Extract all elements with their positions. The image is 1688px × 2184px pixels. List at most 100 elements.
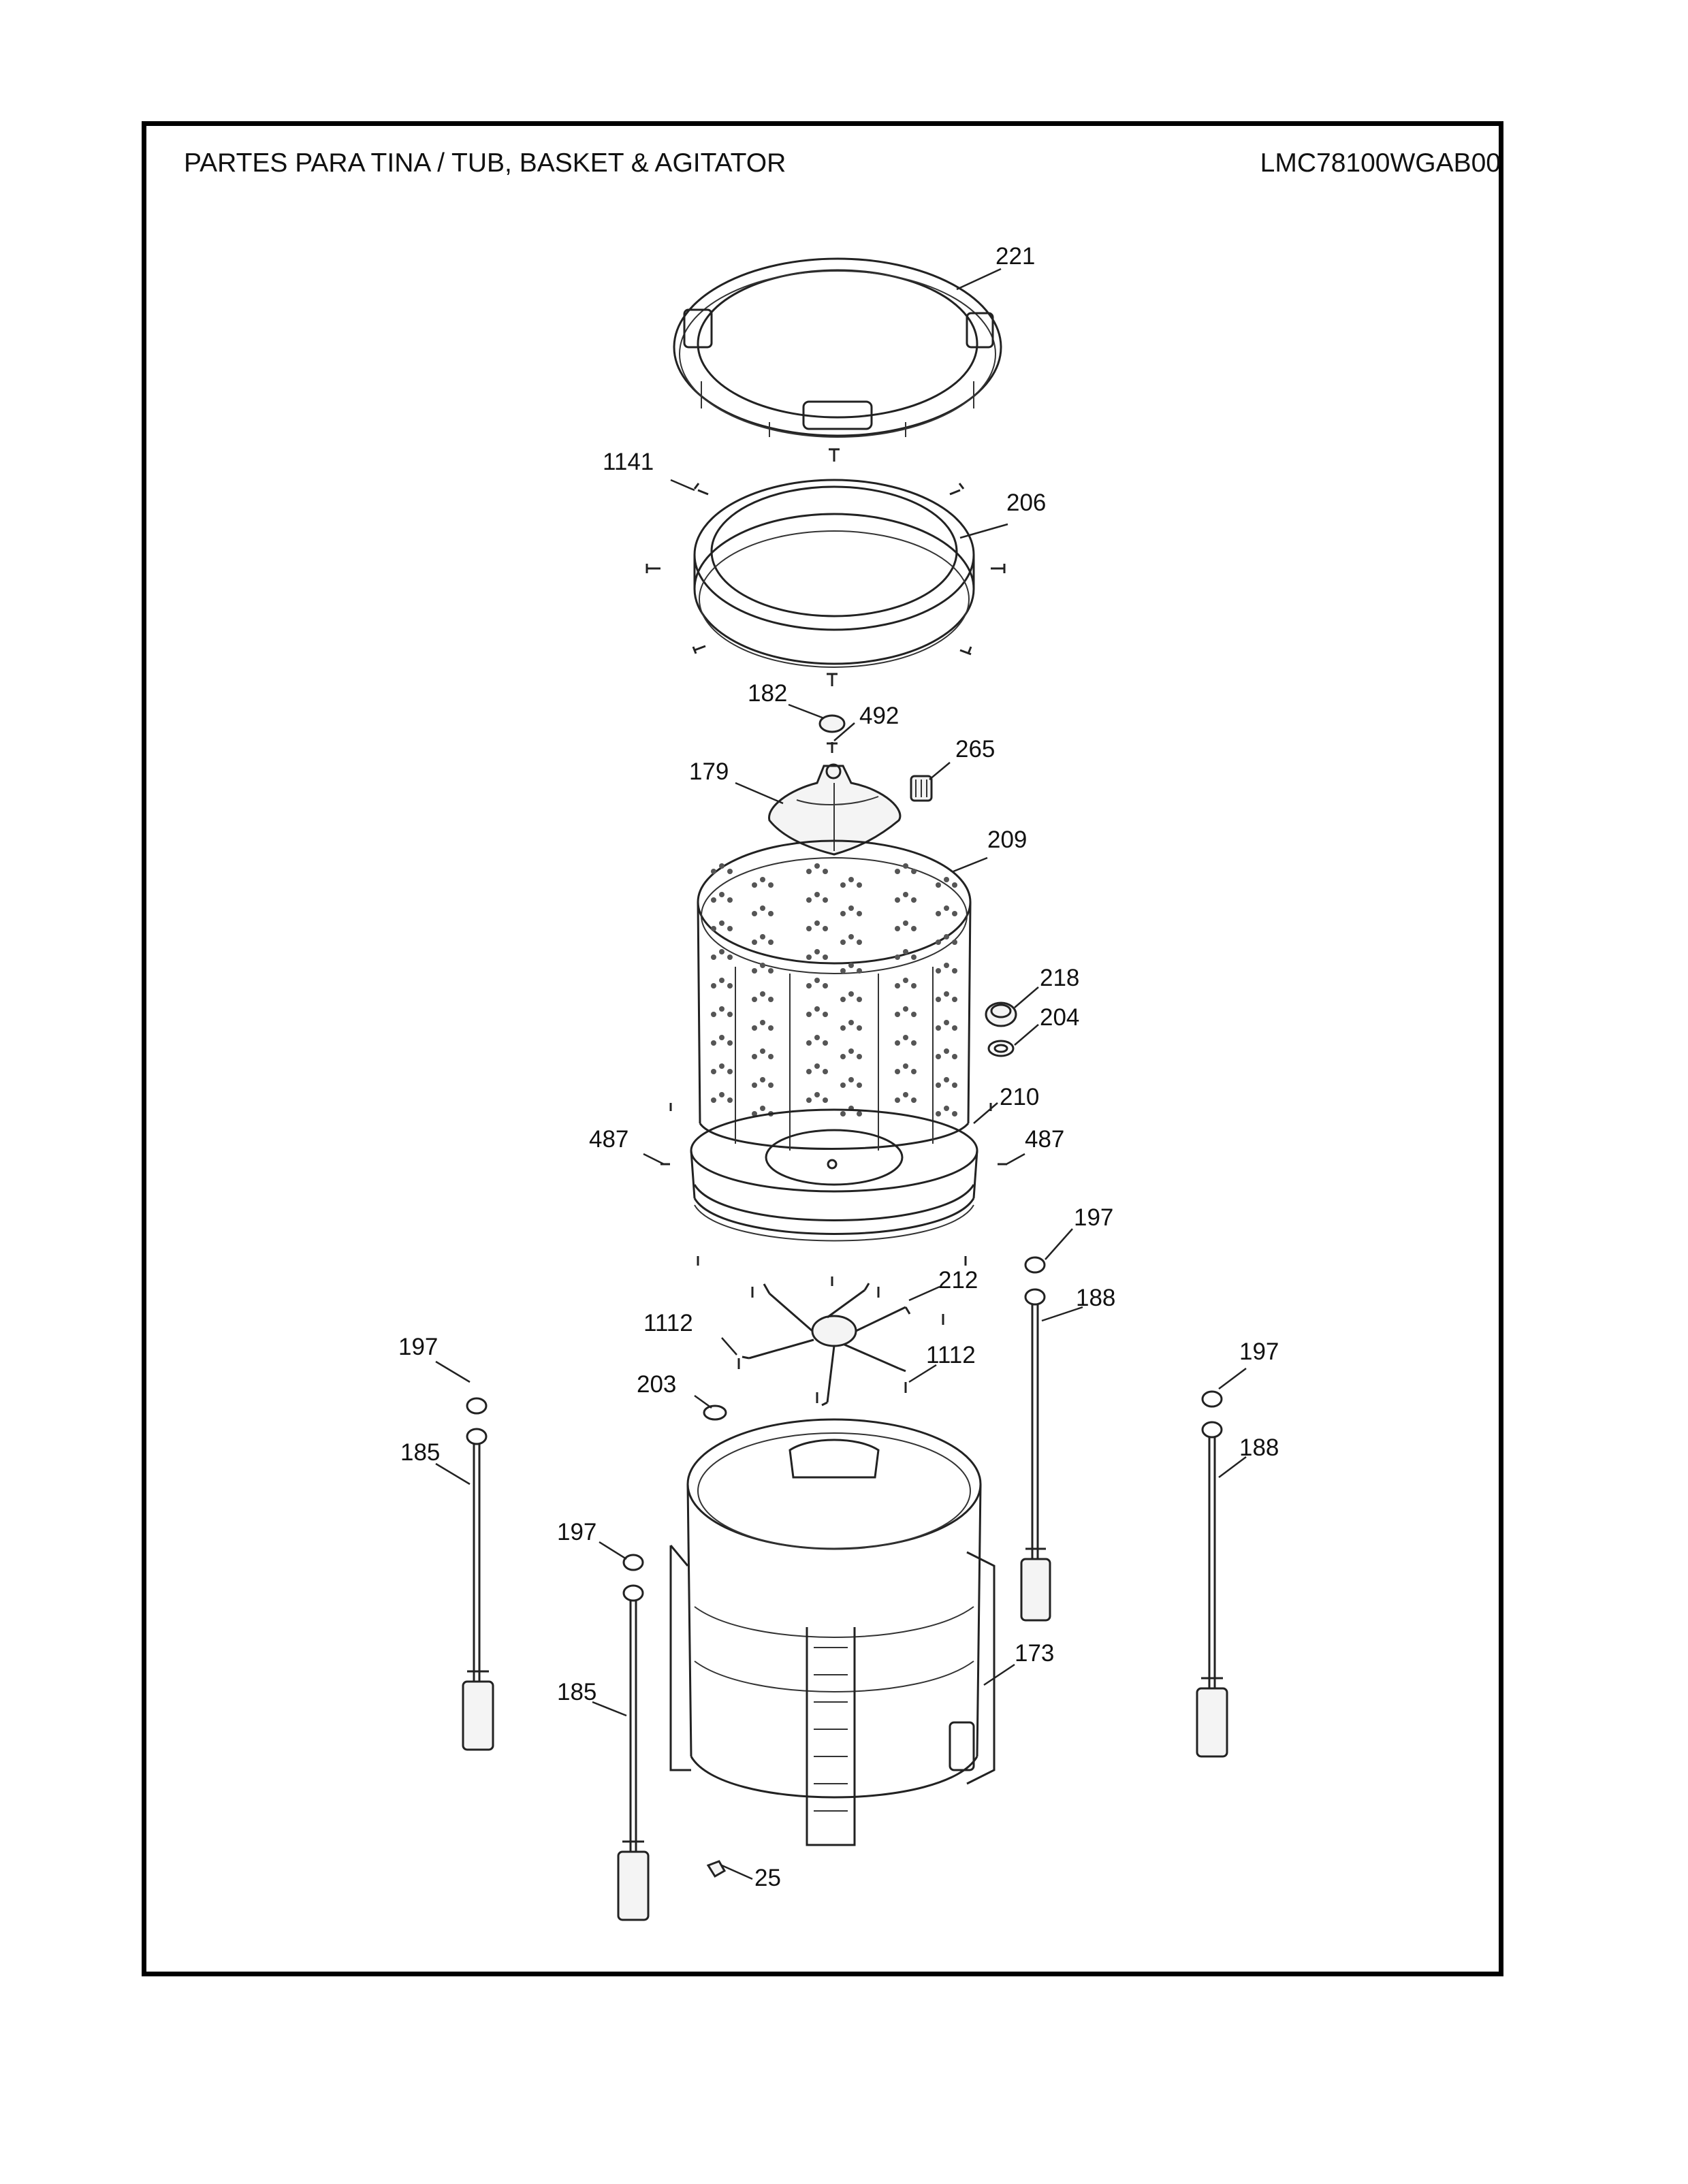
basket-perforation (944, 1048, 949, 1054)
suspension-rod-185-left-rear (462, 1397, 494, 1751)
hub-screws-1112 (737, 1287, 944, 1403)
basket-perforation (752, 1025, 757, 1031)
basket-perforation (840, 882, 846, 888)
basket-perforation (936, 968, 941, 974)
basket-perforation (727, 1069, 733, 1074)
screws-1141 (646, 448, 1006, 686)
basket-perforation (903, 863, 908, 869)
hub-nut-218 (985, 1001, 1017, 1027)
basket-perforation (848, 877, 854, 882)
diagram-frame (142, 121, 1503, 1976)
basket-perforation (814, 1006, 820, 1012)
basket-perforation (719, 1063, 724, 1069)
suspension-rod-188-right-front (1020, 1256, 1051, 1622)
basket-perforation (952, 911, 957, 916)
basket-perforation (848, 1020, 854, 1025)
coupling-265 (910, 775, 933, 802)
basket-perforation (936, 1025, 941, 1031)
basket-perforation (719, 892, 724, 897)
basket-perforation (760, 963, 765, 968)
basket-perforation (823, 1040, 828, 1046)
basket-perforation (911, 1040, 917, 1046)
basket-perforation (711, 1069, 716, 1074)
suspension-rod-185-left-front (617, 1554, 650, 1921)
callout-197-left-front: 197 (557, 1519, 596, 1545)
basket-perforation (727, 1040, 733, 1046)
basket-perforation (806, 1097, 812, 1103)
basket-perforation (903, 1063, 908, 1069)
basket-perforation (768, 1054, 774, 1059)
basket-perforation (814, 1092, 820, 1097)
basket-perforation (711, 1040, 716, 1046)
basket-perforation (760, 1077, 765, 1082)
basket-perforation (806, 954, 812, 960)
basket-perforation (814, 1063, 820, 1069)
basket-perforation (814, 1035, 820, 1040)
basket-perforation (911, 897, 917, 903)
basket-screws-487 (660, 1103, 1007, 1286)
basket-perforation (711, 954, 716, 960)
basket-perforation (711, 897, 716, 903)
callout-197-left-rear: 197 (398, 1334, 438, 1360)
callout-218: 218 (1040, 965, 1079, 991)
basket-perforation (944, 963, 949, 968)
callout-labels: 221 1141 206 182 492 265 179 209 218 204… (398, 243, 1279, 1891)
basket-perforation (711, 869, 716, 874)
basket-perforation (944, 877, 949, 882)
basket-perforation (823, 1069, 828, 1074)
basket-perforation (857, 882, 862, 888)
basket-perforation (760, 1020, 765, 1025)
tub-cover-221 (673, 257, 1002, 438)
basket-perforation (806, 869, 812, 874)
basket-perforation (752, 968, 757, 974)
basket-perforation (823, 1012, 828, 1017)
basket-perforation (760, 877, 765, 882)
basket-perforation (840, 1054, 846, 1059)
washer-204 (987, 1040, 1015, 1057)
basket-perforation (752, 882, 757, 888)
basket-perforation (840, 940, 846, 945)
basket-perforation (848, 1048, 854, 1054)
basket-perforation (911, 983, 917, 989)
callout-179: 179 (689, 758, 729, 785)
basket-perforation (944, 1077, 949, 1082)
basket-perforation (806, 926, 812, 931)
basket-base-210 (690, 1108, 978, 1242)
basket-perforation (857, 968, 862, 974)
basket-perforation (857, 1082, 862, 1088)
basket-perforation (952, 882, 957, 888)
basket-perforation (814, 920, 820, 926)
basket-perforation (727, 1012, 733, 1017)
callout-487-left: 487 (589, 1126, 628, 1153)
basket-perforation (903, 978, 908, 983)
callout-25: 25 (754, 1865, 781, 1891)
callout-203: 203 (637, 1371, 676, 1398)
callout-204: 204 (1040, 1004, 1079, 1031)
basket-perforation (823, 869, 828, 874)
basket-perforation (848, 934, 854, 940)
basket-perforation (895, 897, 900, 903)
basket-perforation (944, 934, 949, 940)
basket-perforation (768, 997, 774, 1002)
basket-perforation (806, 1012, 812, 1017)
basket-perforation (719, 1092, 724, 1097)
callout-210: 210 (1000, 1084, 1039, 1110)
callout-212: 212 (938, 1267, 978, 1294)
callout-209: 209 (987, 826, 1027, 853)
basket-perforation (936, 997, 941, 1002)
basket-perforation (768, 1025, 774, 1031)
basket-perforation (727, 897, 733, 903)
basket-perforation (711, 926, 716, 931)
basket-perforation (768, 882, 774, 888)
basket-perforation (848, 905, 854, 911)
basket-perforation (895, 1097, 900, 1103)
basket-perforation (895, 954, 900, 960)
basket-perforation (895, 1040, 900, 1046)
basket-perforation (823, 1097, 828, 1103)
basket-perforation (711, 1012, 716, 1017)
basket-perforation (719, 1006, 724, 1012)
basket-perforation (727, 926, 733, 931)
basket-perforation (944, 1106, 949, 1111)
callout-265: 265 (955, 736, 995, 762)
basket-perforation (911, 926, 917, 931)
